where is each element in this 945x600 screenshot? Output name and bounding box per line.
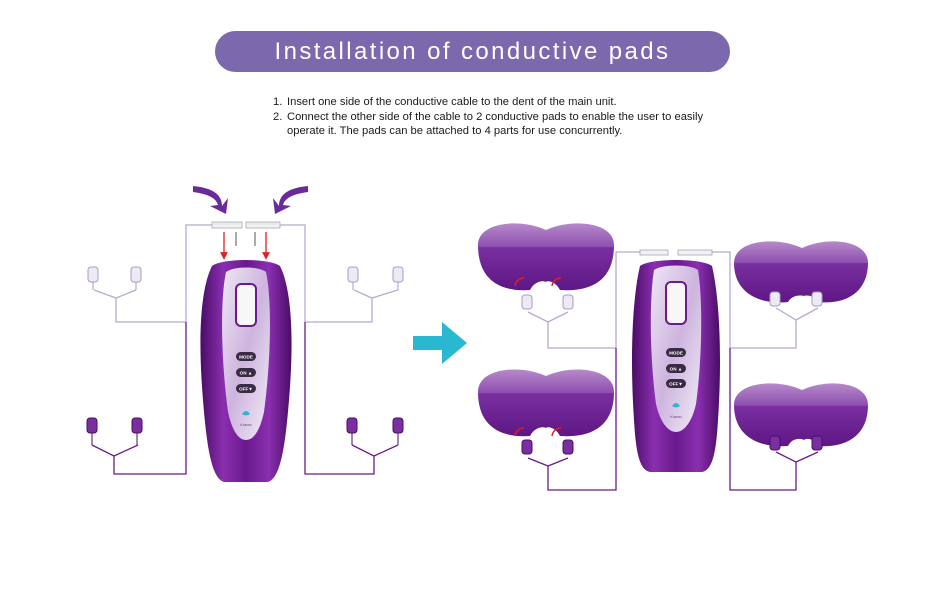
right-scene: MODE ON ▲ OFF▼ Kosmo [478,223,868,491]
electrode-plug [521,435,823,455]
curved-arrow-icon [273,186,308,214]
page-title: Installation of conductive pads [274,37,671,65]
cable [527,348,819,491]
conductive-pad [734,241,868,303]
right-arrow-icon [413,322,467,364]
cable-connector [639,249,713,256]
off-button [236,384,256,393]
on-button [236,368,256,377]
cable [93,224,399,323]
mode-button [666,348,686,357]
electrode-plug [521,291,823,310]
cable [91,322,399,475]
brand-logo-icon [672,403,680,408]
instruction-step: 2. Connect the other side of the cable t… [273,110,733,139]
step-text: Connect the other side of the cable to 2… [287,110,704,138]
brand-name: Kosmo [670,415,681,419]
mode-button-label: MODE [669,351,683,356]
on-button [666,364,686,373]
main-unit: MODE ON ▲ OFF▼ Kosmo [632,260,720,472]
curved-arrow-icon [193,186,228,214]
mode-button-label: MODE [239,355,253,360]
step-text: Insert one side of the conductive cable … [287,96,617,108]
conductive-pad [478,223,614,291]
conductive-pad [734,383,868,447]
left-scene: MODE ON ▲ OFF▼ Kosmo [86,186,404,482]
title-banner: Installation of conductive pads [215,31,730,72]
on-button-label: ON ▲ [240,371,253,376]
off-button [666,379,686,388]
mode-button [236,352,256,361]
on-button-label: ON ▲ [670,367,683,372]
instructions: 1. Insert one side of the conductive cab… [273,95,733,139]
off-button-label: OFF▼ [669,382,683,387]
step-number: 1. [273,96,283,108]
brand-logo-icon [242,411,250,416]
electrode-plug [87,266,404,290]
main-unit: MODE ON ▲ OFF▼ Kosmo [200,260,292,482]
brand-name: Kosmo [240,423,251,427]
cable [527,251,819,349]
conductive-pad [478,369,614,437]
electrode-plug [86,417,404,445]
step-number: 2. [273,110,283,123]
off-button-label: OFF▼ [239,387,253,392]
cable-connector [211,221,281,229]
instruction-step: 1. Insert one side of the conductive cab… [273,95,733,110]
